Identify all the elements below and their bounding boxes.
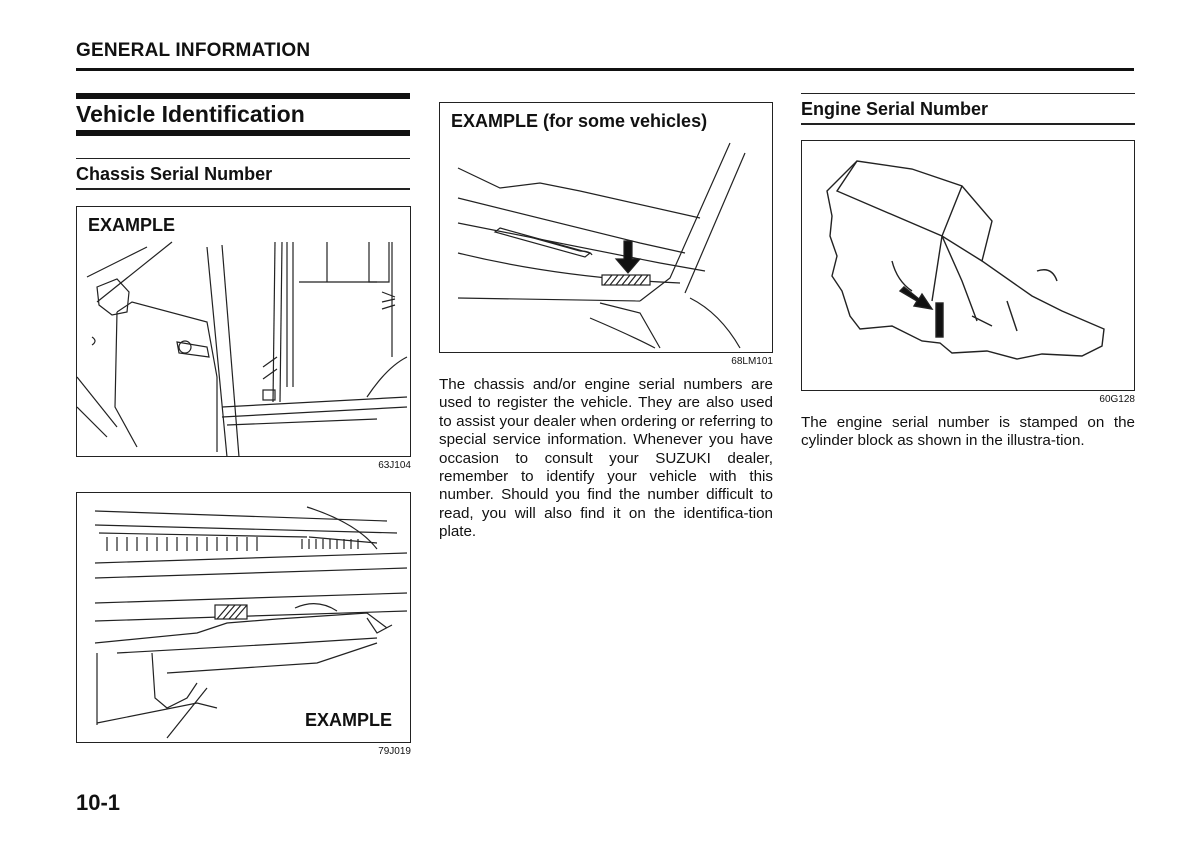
section-title: Vehicle Identification xyxy=(76,101,305,127)
figure-floor-frame: EXAMPLE xyxy=(76,492,411,743)
chassis-subtitle-rule-top xyxy=(76,158,410,159)
chassis-subtitle-rule-bottom xyxy=(76,188,410,190)
figure1-code: 63J104 xyxy=(378,460,411,471)
middle-figure-code: 68LM101 xyxy=(731,356,773,367)
right-figure-code: 60G128 xyxy=(1099,394,1135,405)
figure-door-frame: EXAMPLE xyxy=(76,206,411,457)
section-title-rule-top xyxy=(76,93,410,99)
middle-paragraph: The chassis and/or engine serial numbers… xyxy=(439,376,773,541)
figure2-label: EXAMPLE xyxy=(305,710,393,730)
figure-chassis-frame: EXAMPLE (for some vehicles) xyxy=(439,102,773,353)
chassis-illustration xyxy=(457,142,746,349)
header-rule xyxy=(76,68,1134,71)
engine-subtitle-rule-bottom xyxy=(801,123,1135,125)
right-paragraph: The engine serial number is stamped on t… xyxy=(801,414,1135,450)
figure-engine-frame xyxy=(801,140,1135,391)
figure2-code: 79J019 xyxy=(378,746,411,757)
middle-figure-label: EXAMPLE (for some vehicles) xyxy=(451,111,708,131)
section-title-rule-bottom xyxy=(76,130,410,136)
running-header: GENERAL INFORMATION xyxy=(76,40,311,61)
door-illustration xyxy=(77,241,408,456)
floor-illustration xyxy=(94,506,408,739)
engine-subtitle-rule-top xyxy=(801,93,1135,94)
engine-subtitle: Engine Serial Number xyxy=(801,99,989,119)
engine-illustration xyxy=(826,160,1105,360)
page-number: 10-1 xyxy=(76,790,121,815)
chassis-subtitle: Chassis Serial Number xyxy=(76,164,273,184)
figure1-label: EXAMPLE xyxy=(88,215,176,235)
